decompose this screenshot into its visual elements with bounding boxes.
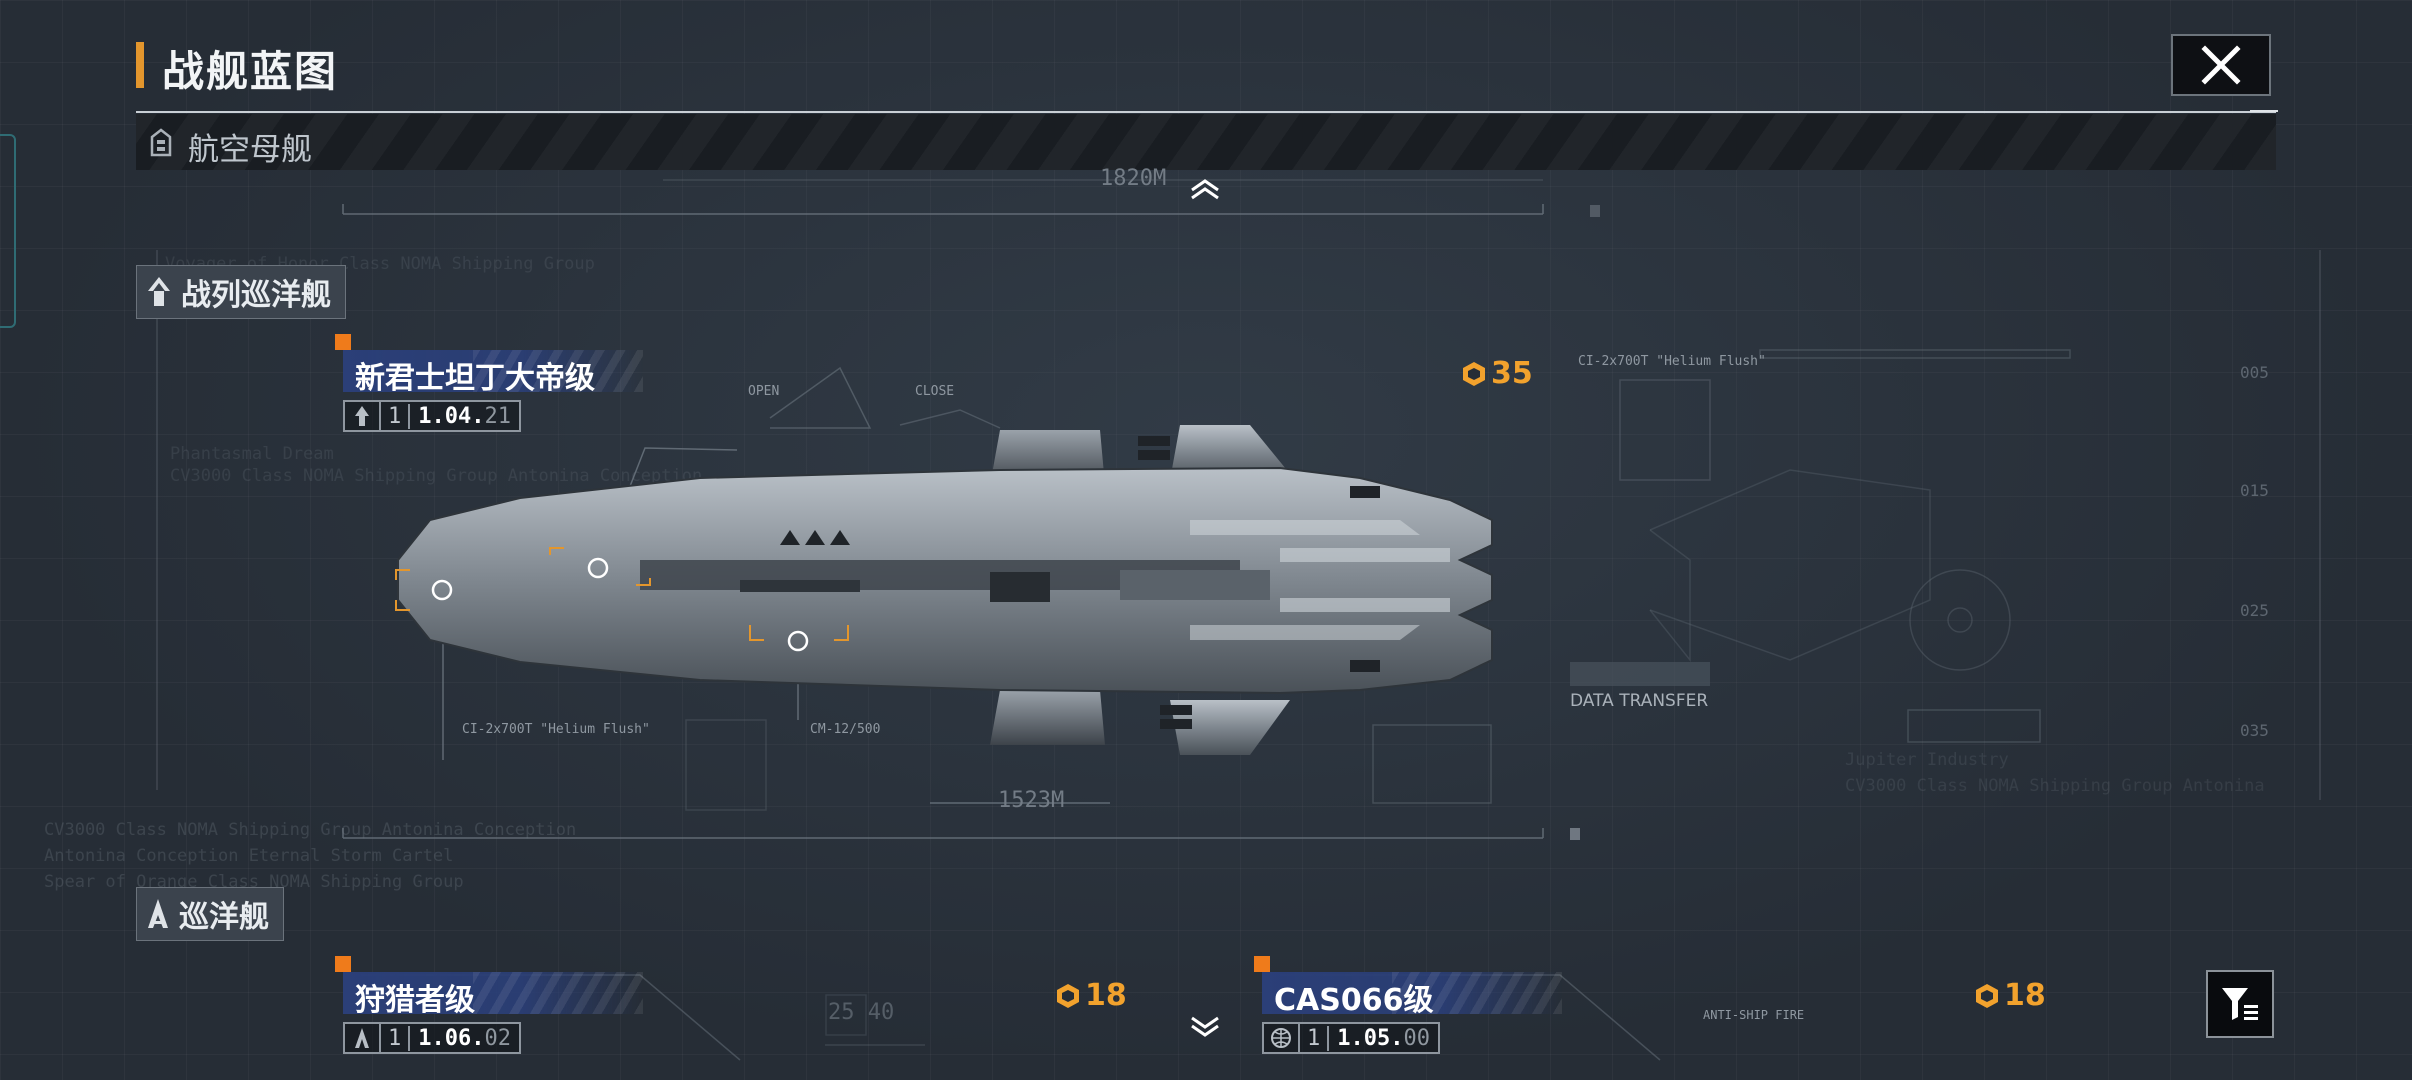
ship-version-badge: 1 1.04.21: [343, 400, 521, 432]
side-tab-edge[interactable]: [0, 134, 16, 328]
cruiser-icon: [148, 899, 168, 928]
resource-cube-icon: [1057, 983, 1079, 1008]
category-tag-battlecruiser[interactable]: 战列巡洋舰: [136, 265, 346, 319]
weapon-main-label: CI-2x700T "Helium Flush": [1578, 354, 1766, 369]
filter-button[interactable]: [2206, 970, 2274, 1038]
close-icon: [2201, 45, 2241, 85]
page-title: 战舰蓝图: [162, 47, 339, 96]
filter-icon: [2222, 988, 2258, 1020]
chevron-up-icon[interactable]: [1188, 176, 1222, 202]
ship-tier: 1: [1300, 1025, 1330, 1051]
new-marker: [335, 334, 351, 350]
carrier-label: 航空母舰: [188, 132, 312, 168]
ship-nameplate: [343, 972, 643, 1014]
ship-version-badge: 1 1.05.00: [1262, 1022, 1440, 1054]
svg-text:025: 025: [2240, 601, 2269, 620]
battlecruiser-icon: [355, 406, 369, 426]
ship-card-cas066[interactable]: CAS066级 1 1.05.00 18: [1254, 956, 2046, 1062]
ship-version: 1.04.21: [418, 403, 511, 429]
data-transfer-label: DATA TRANSFER: [1570, 691, 1709, 711]
length-top: 1820M: [1100, 166, 1167, 191]
close-button[interactable]: [2171, 34, 2271, 96]
ship-version-sub: 00: [1403, 1025, 1430, 1051]
cruiser-icon: [355, 1028, 369, 1048]
ship-card-constantine[interactable]: 新君士坦丁大帝级 1 1.04.21 35: [335, 334, 1533, 440]
category-bar-carrier[interactable]: 航空母舰: [136, 114, 2276, 170]
category-tag-cruiser[interactable]: 巡洋舰: [136, 887, 284, 941]
bg-text-7: Jupiter Industry: [1845, 750, 2009, 770]
category-label-cruiser: 巡洋舰: [179, 900, 269, 935]
ship-blueprint-image: [397, 425, 1493, 755]
ship-version: 1.06.02: [418, 1025, 511, 1051]
divider-tick: [2250, 110, 2278, 112]
ship-cost-value: 35: [1491, 356, 1533, 391]
hatch-close-label: CLOSE: [915, 384, 955, 399]
svg-text:035: 035: [2240, 721, 2269, 740]
ship-cost: 18: [1974, 978, 2046, 1013]
resource-cube-icon: [1976, 983, 1998, 1008]
carrier-icon: [150, 128, 172, 157]
ship-name: 新君士坦丁大帝级: [355, 361, 595, 396]
ship-version-sub: 02: [484, 1025, 511, 1051]
bg-text-3: CV3000 Class NOMA Shipping Group Antonin…: [170, 466, 703, 486]
bg-text-8: CV3000 Class NOMA Shipping Group Antonin…: [1845, 776, 2265, 796]
ship-version-main: 1.04: [418, 403, 472, 429]
globe-icon: [1271, 1028, 1291, 1048]
ship-version: 1.05.00: [1337, 1025, 1430, 1051]
hatch-open-label: OPEN: [748, 384, 780, 399]
weapon-mid-label: CM-12/500: [810, 722, 881, 737]
resource-cube-icon: [1463, 361, 1485, 386]
new-marker: [1254, 956, 1270, 972]
ship-cost: 18: [1055, 978, 1127, 1013]
ship-version-main: 1.06: [418, 1025, 472, 1051]
header-divider: [136, 111, 2276, 113]
ship-nameplate: [343, 350, 643, 392]
ship-nameplate: [1262, 972, 1562, 1014]
ship-name: 狩猎者级: [355, 983, 475, 1018]
bg-text-5: Antonina Conception Eternal Storm Cartel: [44, 846, 454, 866]
ship-version-badge: 1 1.06.02: [343, 1022, 521, 1054]
category-label-battlecruiser: 战列巡洋舰: [181, 278, 331, 313]
chevron-down-icon[interactable]: [1188, 1014, 1222, 1040]
ship-cost-value: 18: [1085, 978, 1127, 1013]
bg-text-2: Phantasmal Dream: [170, 444, 334, 464]
ship-tier: 1: [381, 1025, 411, 1051]
ship-cost-value: 18: [2004, 978, 2046, 1013]
ship-version-sub: 21: [484, 403, 511, 429]
weapon-left-label: CI-2x700T "Helium Flush": [462, 722, 650, 737]
ship-cost: 35: [1461, 356, 1533, 391]
ship-version-main: 1.05: [1337, 1025, 1391, 1051]
title-accent-bar: [136, 42, 144, 88]
length-bottom: 1523M: [998, 788, 1065, 813]
battlecruiser-icon: [148, 277, 170, 306]
anti-ship-label: ANTI-SHIP FIRE: [1703, 1008, 1805, 1022]
ship-name: CAS066级: [1274, 983, 1434, 1018]
rack-code-label: 25 40: [828, 1000, 895, 1025]
svg-text:015: 015: [2240, 481, 2269, 500]
bg-text-4: CV3000 Class NOMA Shipping Group Antonin…: [44, 820, 577, 840]
ship-card-hunter[interactable]: 狩猎者级 1 1.06.02 18: [335, 956, 1127, 1062]
new-marker: [335, 956, 351, 972]
ship-tier: 1: [381, 403, 411, 429]
svg-text:005: 005: [2240, 363, 2269, 382]
